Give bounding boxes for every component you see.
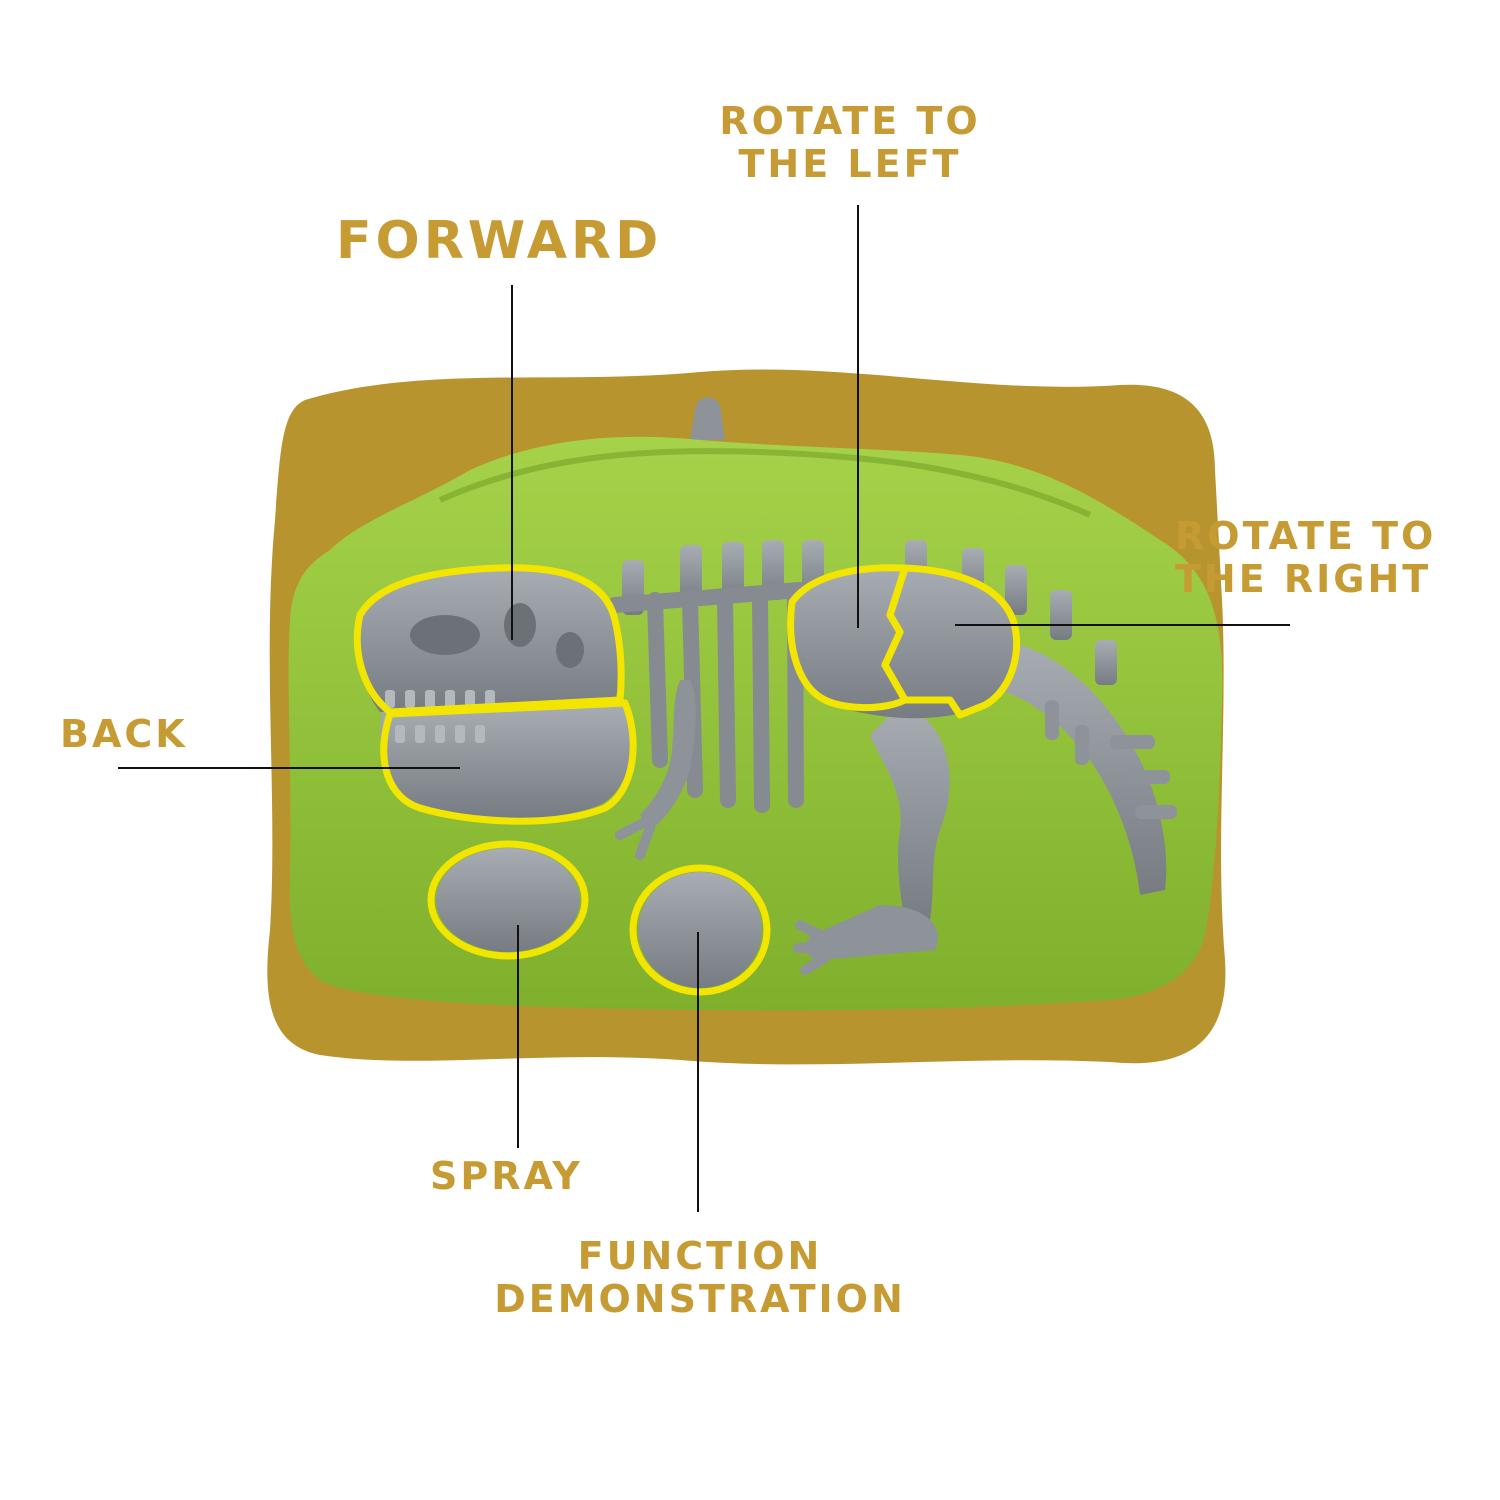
hip-bone	[789, 565, 1019, 719]
front-arm	[640, 680, 696, 830]
skull-eye-socket	[410, 615, 480, 655]
skull-upper	[357, 567, 620, 712]
remote-top-ridge	[438, 448, 1092, 518]
label-rotate-left: ROTATE TO THE LEFT	[700, 100, 1000, 185]
hind-foot	[805, 905, 938, 960]
function-demo-button[interactable]	[629, 864, 771, 996]
skull-cheek	[556, 632, 584, 668]
hind-leg	[870, 705, 950, 925]
foot-claws	[793, 920, 830, 975]
label-function-line2: DEMONSTRATION	[494, 1276, 906, 1321]
leader-lines	[118, 205, 1290, 1212]
hand-claws	[615, 817, 655, 860]
label-rotate-right-line1: ROTATE TO	[1175, 514, 1437, 558]
skull-teeth	[385, 690, 495, 743]
rotate-left-button[interactable]	[787, 564, 909, 711]
label-spray: SPRAY	[430, 1154, 583, 1198]
forward-button[interactable]	[353, 564, 625, 716]
label-back: BACK	[60, 712, 188, 756]
egg-left	[436, 848, 580, 952]
rotate-right-button[interactable]	[881, 564, 1021, 719]
label-rotate-right-line2: THE RIGHT	[1175, 556, 1432, 601]
tail	[1000, 640, 1167, 895]
egg-right	[638, 872, 762, 988]
label-function-line1: FUNCTION	[577, 1234, 823, 1278]
antenna	[690, 397, 725, 440]
skull-jaw	[380, 705, 632, 819]
back-button[interactable]	[380, 699, 637, 825]
label-rotate-right: ROTATE TO THE RIGHT	[1175, 515, 1436, 600]
label-rotate-left-line2: THE LEFT	[738, 141, 962, 186]
label-rotate-left-line1: ROTATE TO	[719, 99, 981, 143]
skull-nostril	[504, 603, 536, 647]
tail-spikes	[1045, 700, 1177, 819]
button-outlines	[353, 564, 1021, 996]
label-function-demonstration: FUNCTION DEMONSTRATION	[470, 1235, 930, 1320]
spray-button[interactable]	[427, 840, 589, 960]
label-forward: FORWARD	[336, 211, 663, 271]
